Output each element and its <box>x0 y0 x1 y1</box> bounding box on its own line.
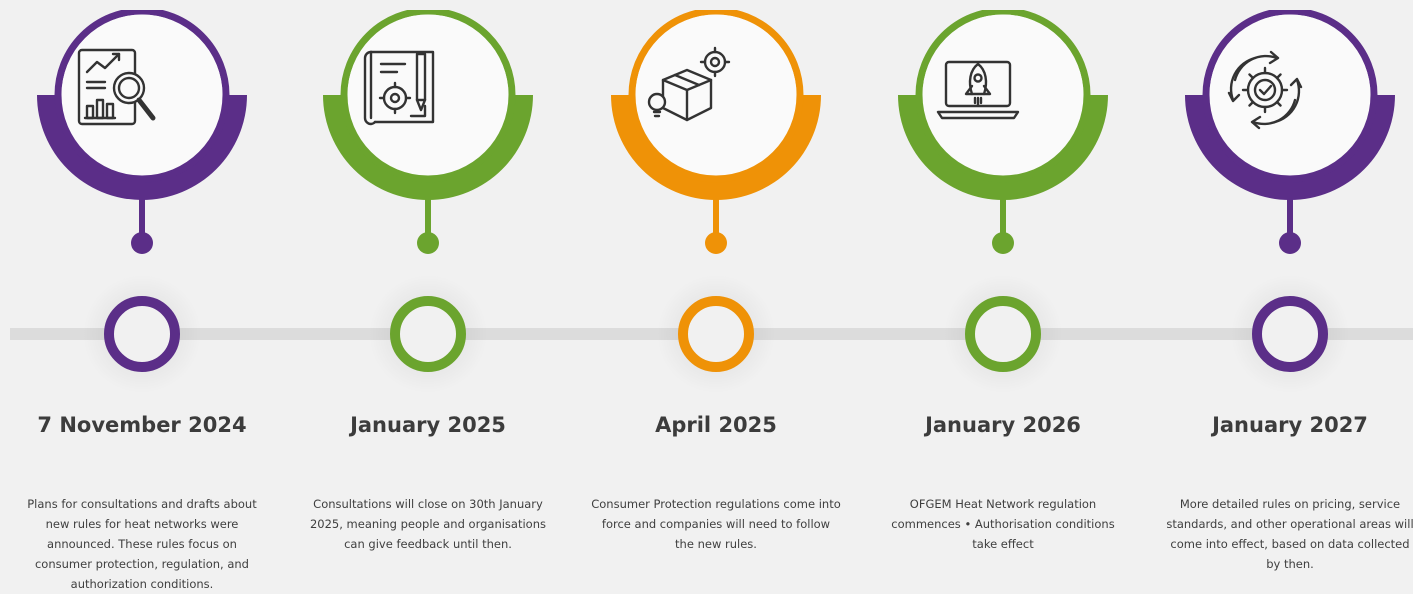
connector-dot <box>131 232 153 254</box>
connector-dot <box>992 232 1014 254</box>
product-development-icon <box>641 40 741 140</box>
milestone-jan-2026: January 2026 OFGEM Heat Network regulati… <box>873 0 1133 588</box>
timeline-marker[interactable] <box>104 296 180 372</box>
milestone-badge <box>611 10 821 200</box>
milestone-description: More detailed rules on pricing, service … <box>1166 497 1413 571</box>
milestone-apr-2025: April 2025 Consumer Protection regulatio… <box>586 0 846 588</box>
milestone-description: Plans for consultations and drafts about… <box>27 497 257 591</box>
milestone-badge <box>1185 10 1395 200</box>
connector-dot <box>417 232 439 254</box>
milestone-description: Consumer Protection regulations come int… <box>591 497 841 551</box>
connector-line <box>139 198 145 238</box>
connector-line <box>1000 198 1006 238</box>
timeline-marker[interactable] <box>390 296 466 372</box>
milestone-nov-2024: 7 November 2024 Plans for consultations … <box>12 0 272 591</box>
milestone-date: April 2025 <box>655 413 777 437</box>
timeline-marker[interactable] <box>965 296 1041 372</box>
milestone-description: Consultations will close on 30th January… <box>309 497 546 551</box>
milestone-badge <box>323 10 533 200</box>
milestone-date: 7 November 2024 <box>37 413 247 437</box>
laptop-rocket-icon <box>928 40 1028 140</box>
milestone-description: OFGEM Heat Network regulation commences … <box>891 497 1115 551</box>
timeline-marker[interactable] <box>1252 296 1328 372</box>
milestone-jan-2027: January 2027 More detailed rules on pric… <box>1160 0 1413 588</box>
gear-cycle-check-icon <box>1215 40 1315 140</box>
connector-line <box>713 198 719 238</box>
connector-dot <box>1279 232 1301 254</box>
blueprint-settings-icon <box>353 40 453 140</box>
milestone-date: January 2026 <box>925 413 1081 437</box>
milestone-date: January 2027 <box>1212 413 1368 437</box>
milestone-badge <box>898 10 1108 200</box>
timeline-marker[interactable] <box>678 296 754 372</box>
milestone-jan-2025: January 2025 Consultations will close on… <box>298 0 558 588</box>
report-analysis-icon <box>67 40 167 140</box>
milestone-date: January 2025 <box>350 413 506 437</box>
connector-line <box>1287 198 1293 238</box>
connector-dot <box>705 232 727 254</box>
connector-line <box>425 198 431 238</box>
